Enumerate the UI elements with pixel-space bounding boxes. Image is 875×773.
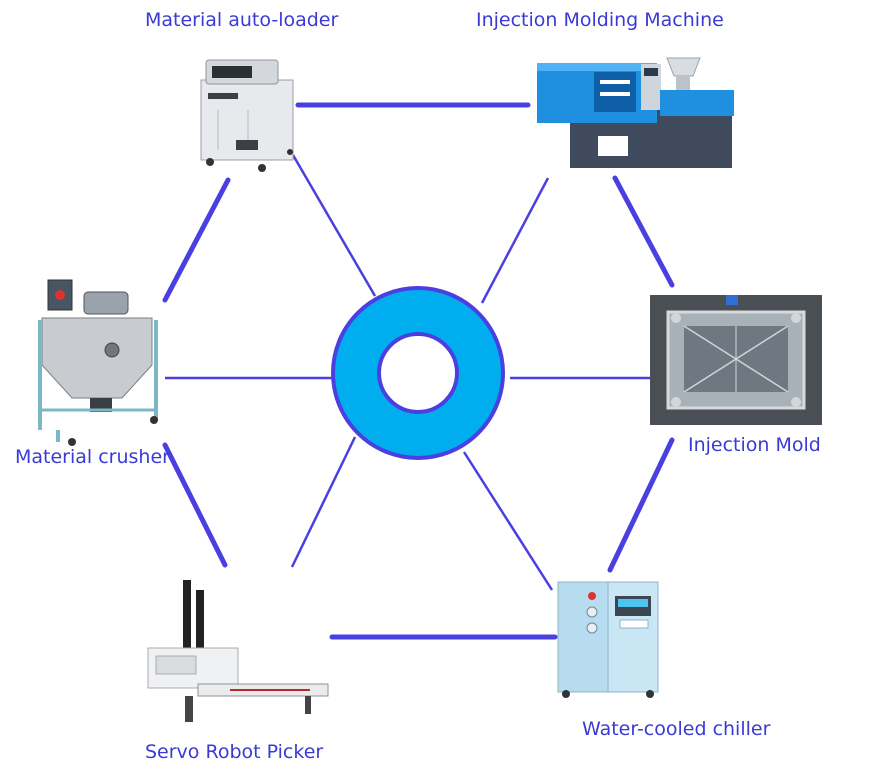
label-water-cooled-chiller: Water-cooled chiller [582,718,771,740]
edge-robot-crusher [162,442,228,568]
label-injection-mold: Injection Mold [688,434,821,456]
spoke-robot [290,436,357,568]
spokes [165,154,650,591]
injection-mold-icon [650,295,822,425]
spoke-chiller [462,451,554,591]
label-injection-molding-machine: Injection Molding Machine [476,9,724,31]
label-material-crusher: Material crusher [15,446,170,468]
spoke-loader [291,154,377,297]
label-servo-robot-picker: Servo Robot Picker [145,741,324,763]
water-chiller-cabinet-icon [557,581,659,698]
edge-imm-mold [612,175,675,288]
injection-molding-machine-icon [537,57,734,168]
crusher-hopper-icon [38,279,158,446]
label-material-auto-loader: Material auto-loader [145,9,339,31]
outer-ring-edges [162,102,675,640]
hub-hole [377,332,459,414]
edge-crusher-loader [162,177,231,303]
spoke-imm [480,177,550,304]
servo-robot-arm-icon [147,580,329,722]
auto-loader-machine-icon [200,59,294,172]
edge-mold-chiller [607,437,675,573]
